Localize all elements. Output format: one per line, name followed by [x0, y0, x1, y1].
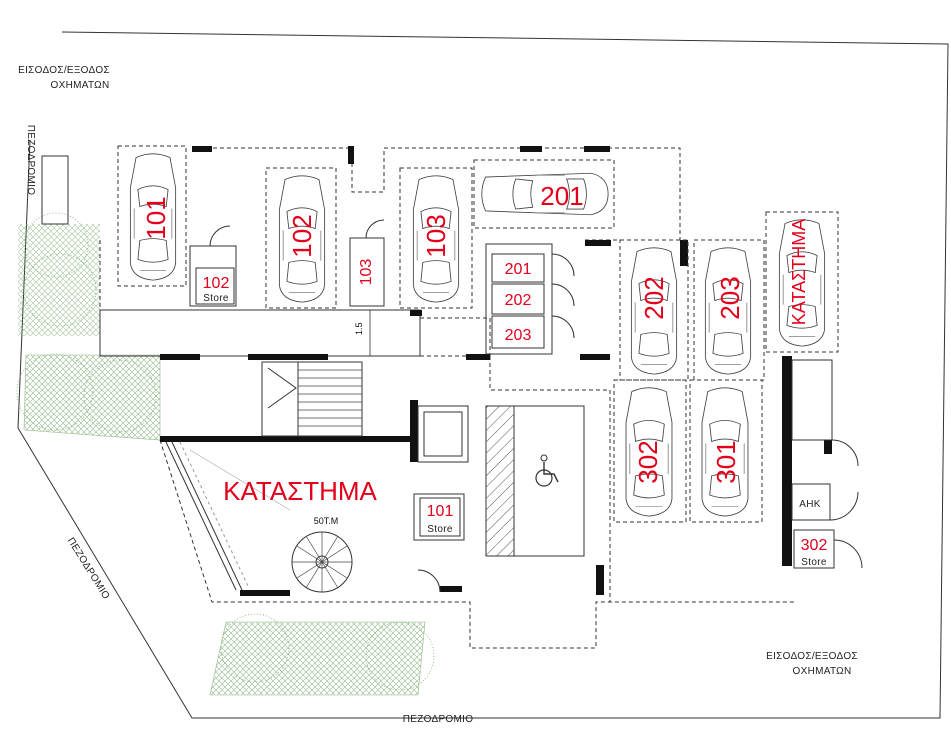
store-102-number: 102 [203, 275, 230, 292]
entrance-top-line1: ΕΙΣΟΔΟΣ/ΕΞΟΔΟΣ [18, 65, 110, 76]
parking-label-201: 201 [540, 181, 583, 211]
store-302-label: Store [801, 557, 827, 568]
corridor [99, 309, 421, 357]
store-302-room [793, 529, 835, 569]
store-302-number: 302 [801, 537, 828, 554]
driveway [489, 356, 611, 602]
store-102-room [189, 245, 237, 307]
staircase [261, 361, 363, 437]
shop-parking-label: ΚΑΤΑΣΤΗΜΑ [789, 219, 809, 325]
shop-facade [165, 441, 237, 591]
building-envelope-mid [99, 240, 491, 357]
ahk-room [791, 483, 831, 521]
storage-201-label: 201 [505, 261, 532, 278]
left-kiosk [41, 155, 69, 225]
parking-label-301: 301 [711, 440, 741, 483]
dimension-label: 1.5 [354, 322, 364, 335]
ahk-label: ΑΗΚ [799, 499, 820, 510]
parking-bays [117, 145, 839, 523]
storage-stack [485, 243, 575, 355]
parking-label-202: 202 [639, 276, 669, 319]
spiral-staircase [291, 531, 353, 593]
service-room [791, 359, 833, 441]
room-103-label: 103 [358, 259, 375, 286]
site-boundary [17, 31, 949, 719]
entrance-bottom-line2: ΟΧΗΜΑΤΩΝ [793, 666, 852, 677]
entrance-bottom-line1: ΕΙΣΟΔΟΣ/ΕΞΟΔΟΣ [766, 651, 858, 662]
wheelchair-icon [535, 454, 559, 487]
landscape-top-left [18, 212, 100, 336]
door-arc [209, 225, 231, 247]
shop-title: ΚΑΤΑΣΤΗΜΑ [223, 476, 377, 506]
accessible-bay [513, 405, 585, 557]
room-103 [349, 237, 385, 307]
shop-area: 50Τ.Μ [314, 516, 339, 526]
store-101-label: Store [427, 524, 453, 535]
landscape-bottom [209, 613, 435, 696]
entrance-top-line2: ΟΧΗΜΑΤΩΝ [51, 80, 110, 91]
landscape-mid-left [16, 353, 161, 441]
parking-label-101: 101 [141, 196, 171, 239]
parking-label-103: 103 [421, 214, 451, 257]
ramp [485, 405, 515, 557]
parking-label-102: 102 [287, 214, 317, 257]
storage-202-label: 202 [505, 292, 532, 309]
sidewalk-left-label: ΠΕΖΟΔΡΟΜΙΟ [25, 125, 36, 196]
store-101-number: 101 [427, 503, 454, 520]
storage-203-label: 203 [505, 327, 532, 344]
wall-segments [160, 146, 832, 596]
store-101-room [413, 493, 465, 541]
building-envelope-bottom [159, 439, 796, 649]
store-102-label: Store [203, 293, 229, 304]
elevator [417, 405, 469, 463]
parking-label-302: 302 [633, 440, 663, 483]
parking-label-203: 203 [715, 276, 745, 319]
sidewalk-bottom-label: ΠΕΖΟΔΡΟΜΙΟ [403, 714, 474, 725]
